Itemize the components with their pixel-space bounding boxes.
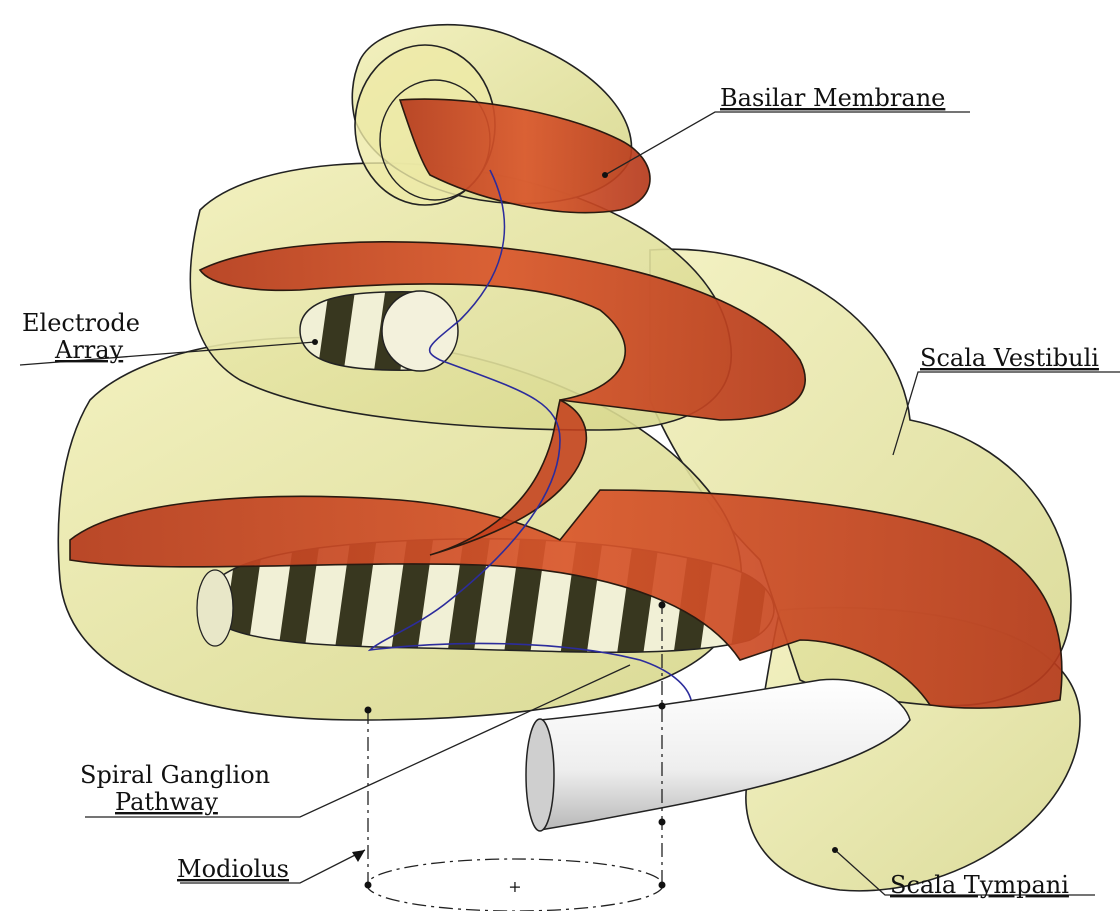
- label-basilar-membrane: Basilar Membrane: [720, 84, 945, 112]
- label-scala-vestibuli: Scala Vestibuli: [920, 344, 1099, 372]
- label-spiral-ganglion-line1: Spiral Ganglion: [80, 761, 270, 789]
- axis-dot: [365, 707, 372, 714]
- axis-dot: [659, 882, 666, 889]
- center-mark: +: [508, 877, 521, 896]
- axis-dot: [659, 819, 666, 826]
- axis-dot: [659, 703, 666, 710]
- label-spiral-ganglion-line2: Pathway: [115, 788, 218, 816]
- leader-dot: [832, 847, 838, 853]
- label-electrode-array-line1: Electrode: [22, 309, 140, 337]
- leader-basilar-membrane: [605, 112, 970, 175]
- axis-dot: [659, 602, 666, 609]
- label-modiolus: Modiolus: [177, 855, 289, 883]
- leader-dot: [602, 172, 608, 178]
- label-scala-tympani: Scala Tympani: [890, 871, 1069, 899]
- label-electrode-array-line2: Array: [54, 336, 124, 364]
- leader-dot: [312, 339, 318, 345]
- nerve-tube-end: [526, 719, 554, 831]
- axis-dot: [365, 882, 372, 889]
- electrode-lower-end: [197, 570, 233, 646]
